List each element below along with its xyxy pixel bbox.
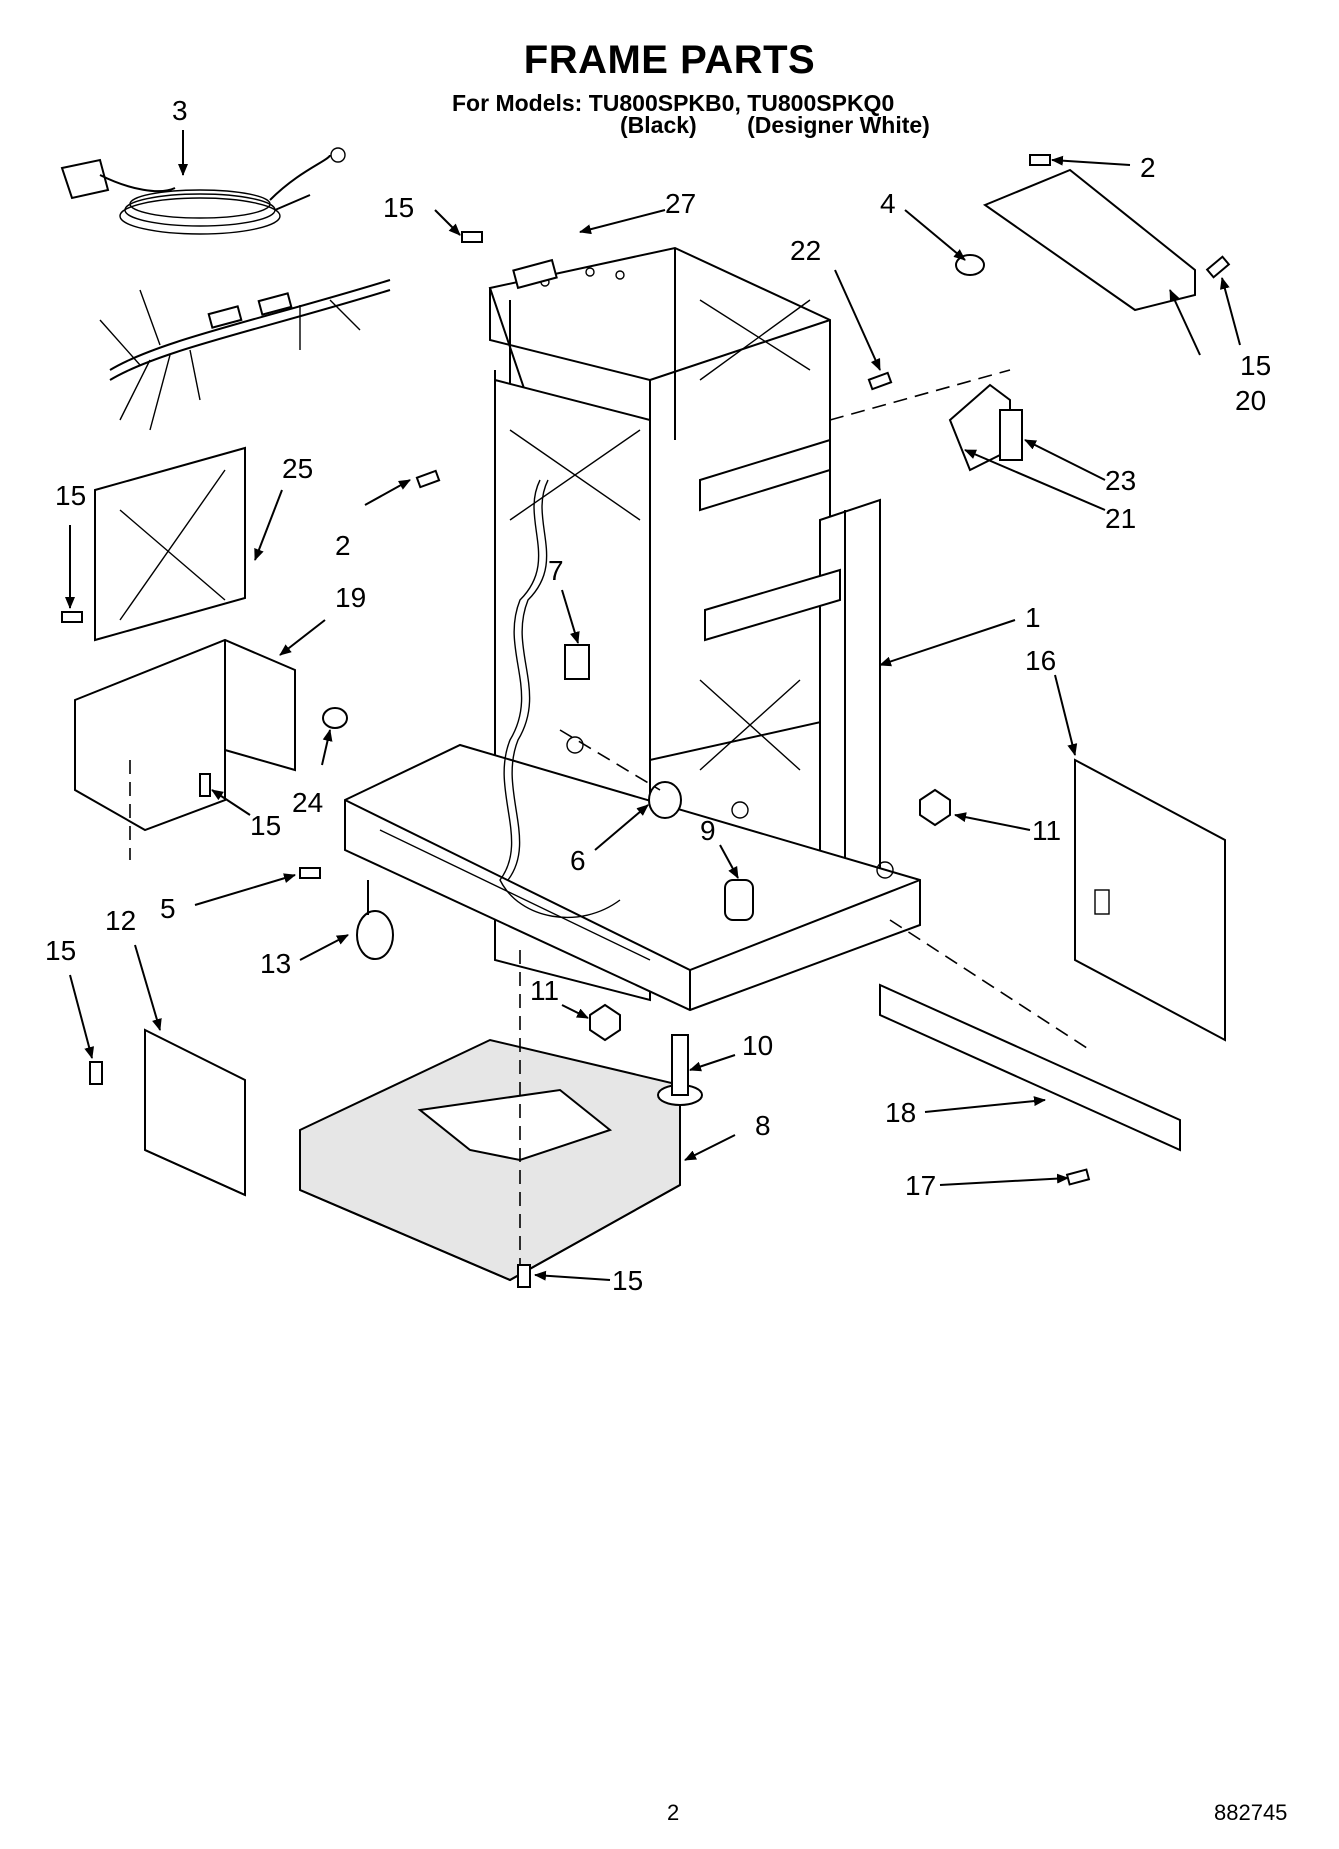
callout-20: 20: [1235, 385, 1266, 416]
page-title: FRAME PARTS: [523, 38, 816, 82]
base-pan: [299, 1038, 681, 1282]
callout-15: 15: [55, 480, 86, 511]
callout-24: 24: [292, 787, 323, 818]
callout-25: 25: [282, 453, 313, 484]
back-cover-panel: [94, 446, 246, 642]
callout-16: 16: [1025, 645, 1056, 676]
callout-15: 15: [45, 935, 76, 966]
variant-designer-white: (Designer White): [747, 112, 930, 138]
callout-8: 8: [755, 1110, 771, 1141]
top-bracket: [982, 168, 1196, 312]
shield-panel: [74, 638, 348, 860]
callout-15: 15: [383, 192, 414, 223]
page-number: 2: [667, 1800, 680, 1825]
callout-3: 3: [172, 95, 188, 126]
callout-22: 22: [790, 235, 821, 266]
callout-1: 1: [1025, 602, 1041, 633]
callout-18: 18: [885, 1097, 916, 1128]
callout-11: 11: [530, 975, 559, 1006]
models-line: For Models: TU800SPKB0, TU800SPKQ0: [452, 90, 895, 116]
callout-21: 21: [1105, 503, 1136, 534]
callout-11: 11: [1032, 815, 1061, 846]
alignment-lines: [519, 369, 1091, 1265]
screws: [61, 154, 1231, 1288]
power-cord: [60, 147, 346, 235]
callout-6: 6: [570, 845, 586, 876]
callout-15: 15: [1240, 350, 1271, 381]
callout-15: 15: [612, 1265, 643, 1296]
variant-black: (Black): [620, 112, 697, 138]
side-panel: [1074, 758, 1226, 1042]
callout-5: 5: [160, 893, 176, 924]
callout-17: 17: [905, 1170, 936, 1201]
callout-19: 19: [335, 582, 366, 613]
cabinet-frame: [344, 246, 921, 1012]
callout-10: 10: [742, 1030, 773, 1061]
small-hardware: [356, 254, 985, 1106]
callout-2: 2: [1140, 152, 1156, 183]
callout-4: 4: [880, 188, 896, 219]
document-number: 882745: [1214, 1800, 1288, 1825]
leader-arrows: [65, 130, 1241, 1281]
callout-23: 23: [1105, 465, 1136, 496]
callout-27: 27: [665, 188, 696, 219]
switch-bracket: [948, 383, 1023, 472]
wire-harness: [99, 279, 391, 431]
callout-2: 2: [335, 530, 351, 561]
callout-labels: 2 15 20 3 15 27 4 22 23 21 2 25 15 19 7 …: [45, 95, 1271, 1296]
toe-rail: [879, 983, 1181, 1152]
callout-12: 12: [105, 905, 136, 936]
access-bracket: [144, 1028, 246, 1197]
callout-7: 7: [548, 555, 564, 586]
model-variants: (Black) (Designer White): [620, 112, 930, 139]
callout-9: 9: [700, 815, 716, 846]
callout-13: 13: [260, 948, 291, 979]
callout-15: 15: [250, 810, 281, 841]
